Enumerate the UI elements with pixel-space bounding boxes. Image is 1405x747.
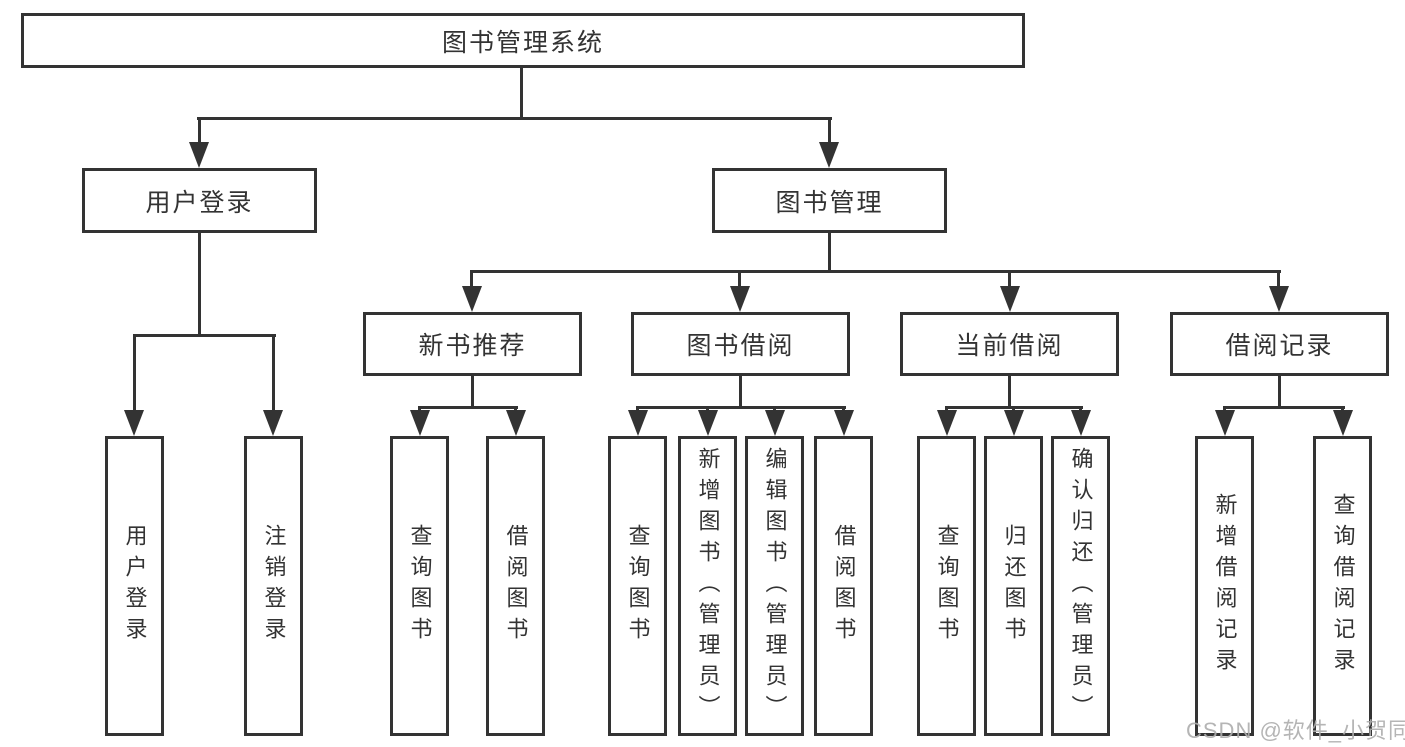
edge-book-borrow-hline (636, 406, 846, 409)
edge-book-borrow-stem (739, 374, 742, 409)
edge-to-leaf-user-login-stem (133, 334, 136, 412)
arrow-to-leaf-query-books-2 (628, 410, 648, 436)
leaf-return-book-label: 归还图书 (1001, 524, 1027, 648)
edge-root-stem (520, 66, 523, 119)
leaf-query-books-2-label: 查询图书 (625, 524, 651, 648)
arrow-to-user-login (189, 142, 209, 168)
arrow-to-borrow-records (1269, 286, 1289, 312)
edge-new-book-stem (471, 374, 474, 409)
leaf-borrow-books-1-label: 借阅图书 (503, 524, 529, 648)
leaf-user-login-label: 用户登录 (122, 524, 148, 648)
leaf-borrow-books-2: 借阅图书 (814, 436, 873, 736)
arrow-to-leaf-borrow-books-1 (506, 410, 526, 436)
node-borrow-records: 借阅记录 (1170, 312, 1389, 376)
arrow-to-leaf-query-books-3 (937, 410, 957, 436)
arrow-to-new-book (462, 286, 482, 312)
node-user-login: 用户登录 (82, 168, 317, 233)
leaf-edit-book-admin: 编辑图书（管理员） (745, 436, 804, 736)
arrow-to-leaf-edit-book (765, 410, 785, 436)
leaf-return-book: 归还图书 (984, 436, 1043, 736)
leaf-add-book-admin: 新增图书（管理员） (678, 436, 737, 736)
arrow-to-leaf-query-borrow-record (1333, 410, 1353, 436)
arrow-to-leaf-confirm-return (1071, 410, 1091, 436)
arrow-to-book-borrow (730, 286, 750, 312)
edge-to-current-borrow-stem (1008, 270, 1011, 288)
edge-to-borrow-records-stem (1277, 270, 1280, 288)
arrow-to-leaf-add-book (698, 410, 718, 436)
node-root: 图书管理系统 (21, 13, 1025, 68)
edge-user-login-hline (133, 334, 276, 337)
node-book-borrow-label: 图书借阅 (686, 332, 795, 360)
leaf-query-borrow-record-label: 查询借阅记录 (1330, 493, 1356, 679)
leaf-query-books-1-label: 查询图书 (407, 524, 433, 648)
edge-book-management-hline (470, 270, 1281, 273)
edge-to-book-management-stem (828, 117, 831, 144)
node-new-book-recommend: 新书推荐 (363, 312, 582, 376)
arrow-to-leaf-user-login (124, 410, 144, 436)
edge-borrow-records-hline (1223, 406, 1345, 409)
arrow-to-book-management (819, 142, 839, 168)
arrow-to-leaf-borrow-books-2 (834, 410, 854, 436)
leaf-query-books-1: 查询图书 (390, 436, 449, 736)
leaf-add-borrow-record-label: 新增借阅记录 (1212, 493, 1238, 679)
leaf-borrow-books-2-label: 借阅图书 (831, 524, 857, 648)
edge-to-book-borrow-stem (738, 270, 741, 288)
node-new-book-recommend-label: 新书推荐 (418, 332, 527, 360)
arrow-to-current-borrow (1000, 286, 1020, 312)
leaf-query-books-3-label: 查询图书 (934, 524, 960, 648)
leaf-logout-label: 注销登录 (261, 524, 287, 648)
leaf-user-login: 用户登录 (105, 436, 164, 736)
edge-user-login-stem (198, 231, 201, 336)
edge-book-management-stem (828, 231, 831, 273)
node-borrow-records-label: 借阅记录 (1225, 332, 1334, 360)
arrow-to-leaf-return-book (1004, 410, 1024, 436)
edge-root-hline (197, 117, 832, 120)
leaf-logout: 注销登录 (244, 436, 303, 736)
edge-to-new-book-stem (470, 270, 473, 288)
arrow-to-leaf-logout (263, 410, 283, 436)
watermark: CSDN @软件_小贺同学 (1186, 718, 1405, 743)
edge-borrow-records-stem (1278, 374, 1281, 409)
node-book-borrow: 图书借阅 (631, 312, 850, 376)
leaf-query-books-3: 查询图书 (917, 436, 976, 736)
arrow-to-leaf-query-books-1 (410, 410, 430, 436)
leaf-add-borrow-record: 新增借阅记录 (1195, 436, 1254, 736)
node-current-borrow-label: 当前借阅 (955, 332, 1064, 360)
node-book-management-label: 图书管理 (775, 188, 884, 217)
leaf-confirm-return-admin-label: 确认归还（管理员） (1068, 446, 1094, 726)
node-user-login-label: 用户登录 (145, 188, 254, 217)
node-book-management: 图书管理 (712, 168, 947, 233)
edge-to-leaf-logout-stem (272, 334, 275, 412)
node-root-label: 图书管理系统 (441, 28, 604, 57)
edge-current-borrow-stem (1008, 374, 1011, 409)
edge-new-book-hline (418, 406, 518, 409)
arrow-to-leaf-add-borrow-record (1215, 410, 1235, 436)
leaf-edit-book-admin-label: 编辑图书（管理员） (762, 446, 788, 726)
leaf-confirm-return-admin: 确认归还（管理员） (1051, 436, 1110, 736)
edge-to-user-login-stem (198, 117, 201, 144)
leaf-borrow-books-1: 借阅图书 (486, 436, 545, 736)
leaf-query-borrow-record: 查询借阅记录 (1313, 436, 1372, 736)
leaf-add-book-admin-label: 新增图书（管理员） (695, 446, 721, 726)
node-current-borrow: 当前借阅 (900, 312, 1119, 376)
leaf-query-books-2: 查询图书 (608, 436, 667, 736)
